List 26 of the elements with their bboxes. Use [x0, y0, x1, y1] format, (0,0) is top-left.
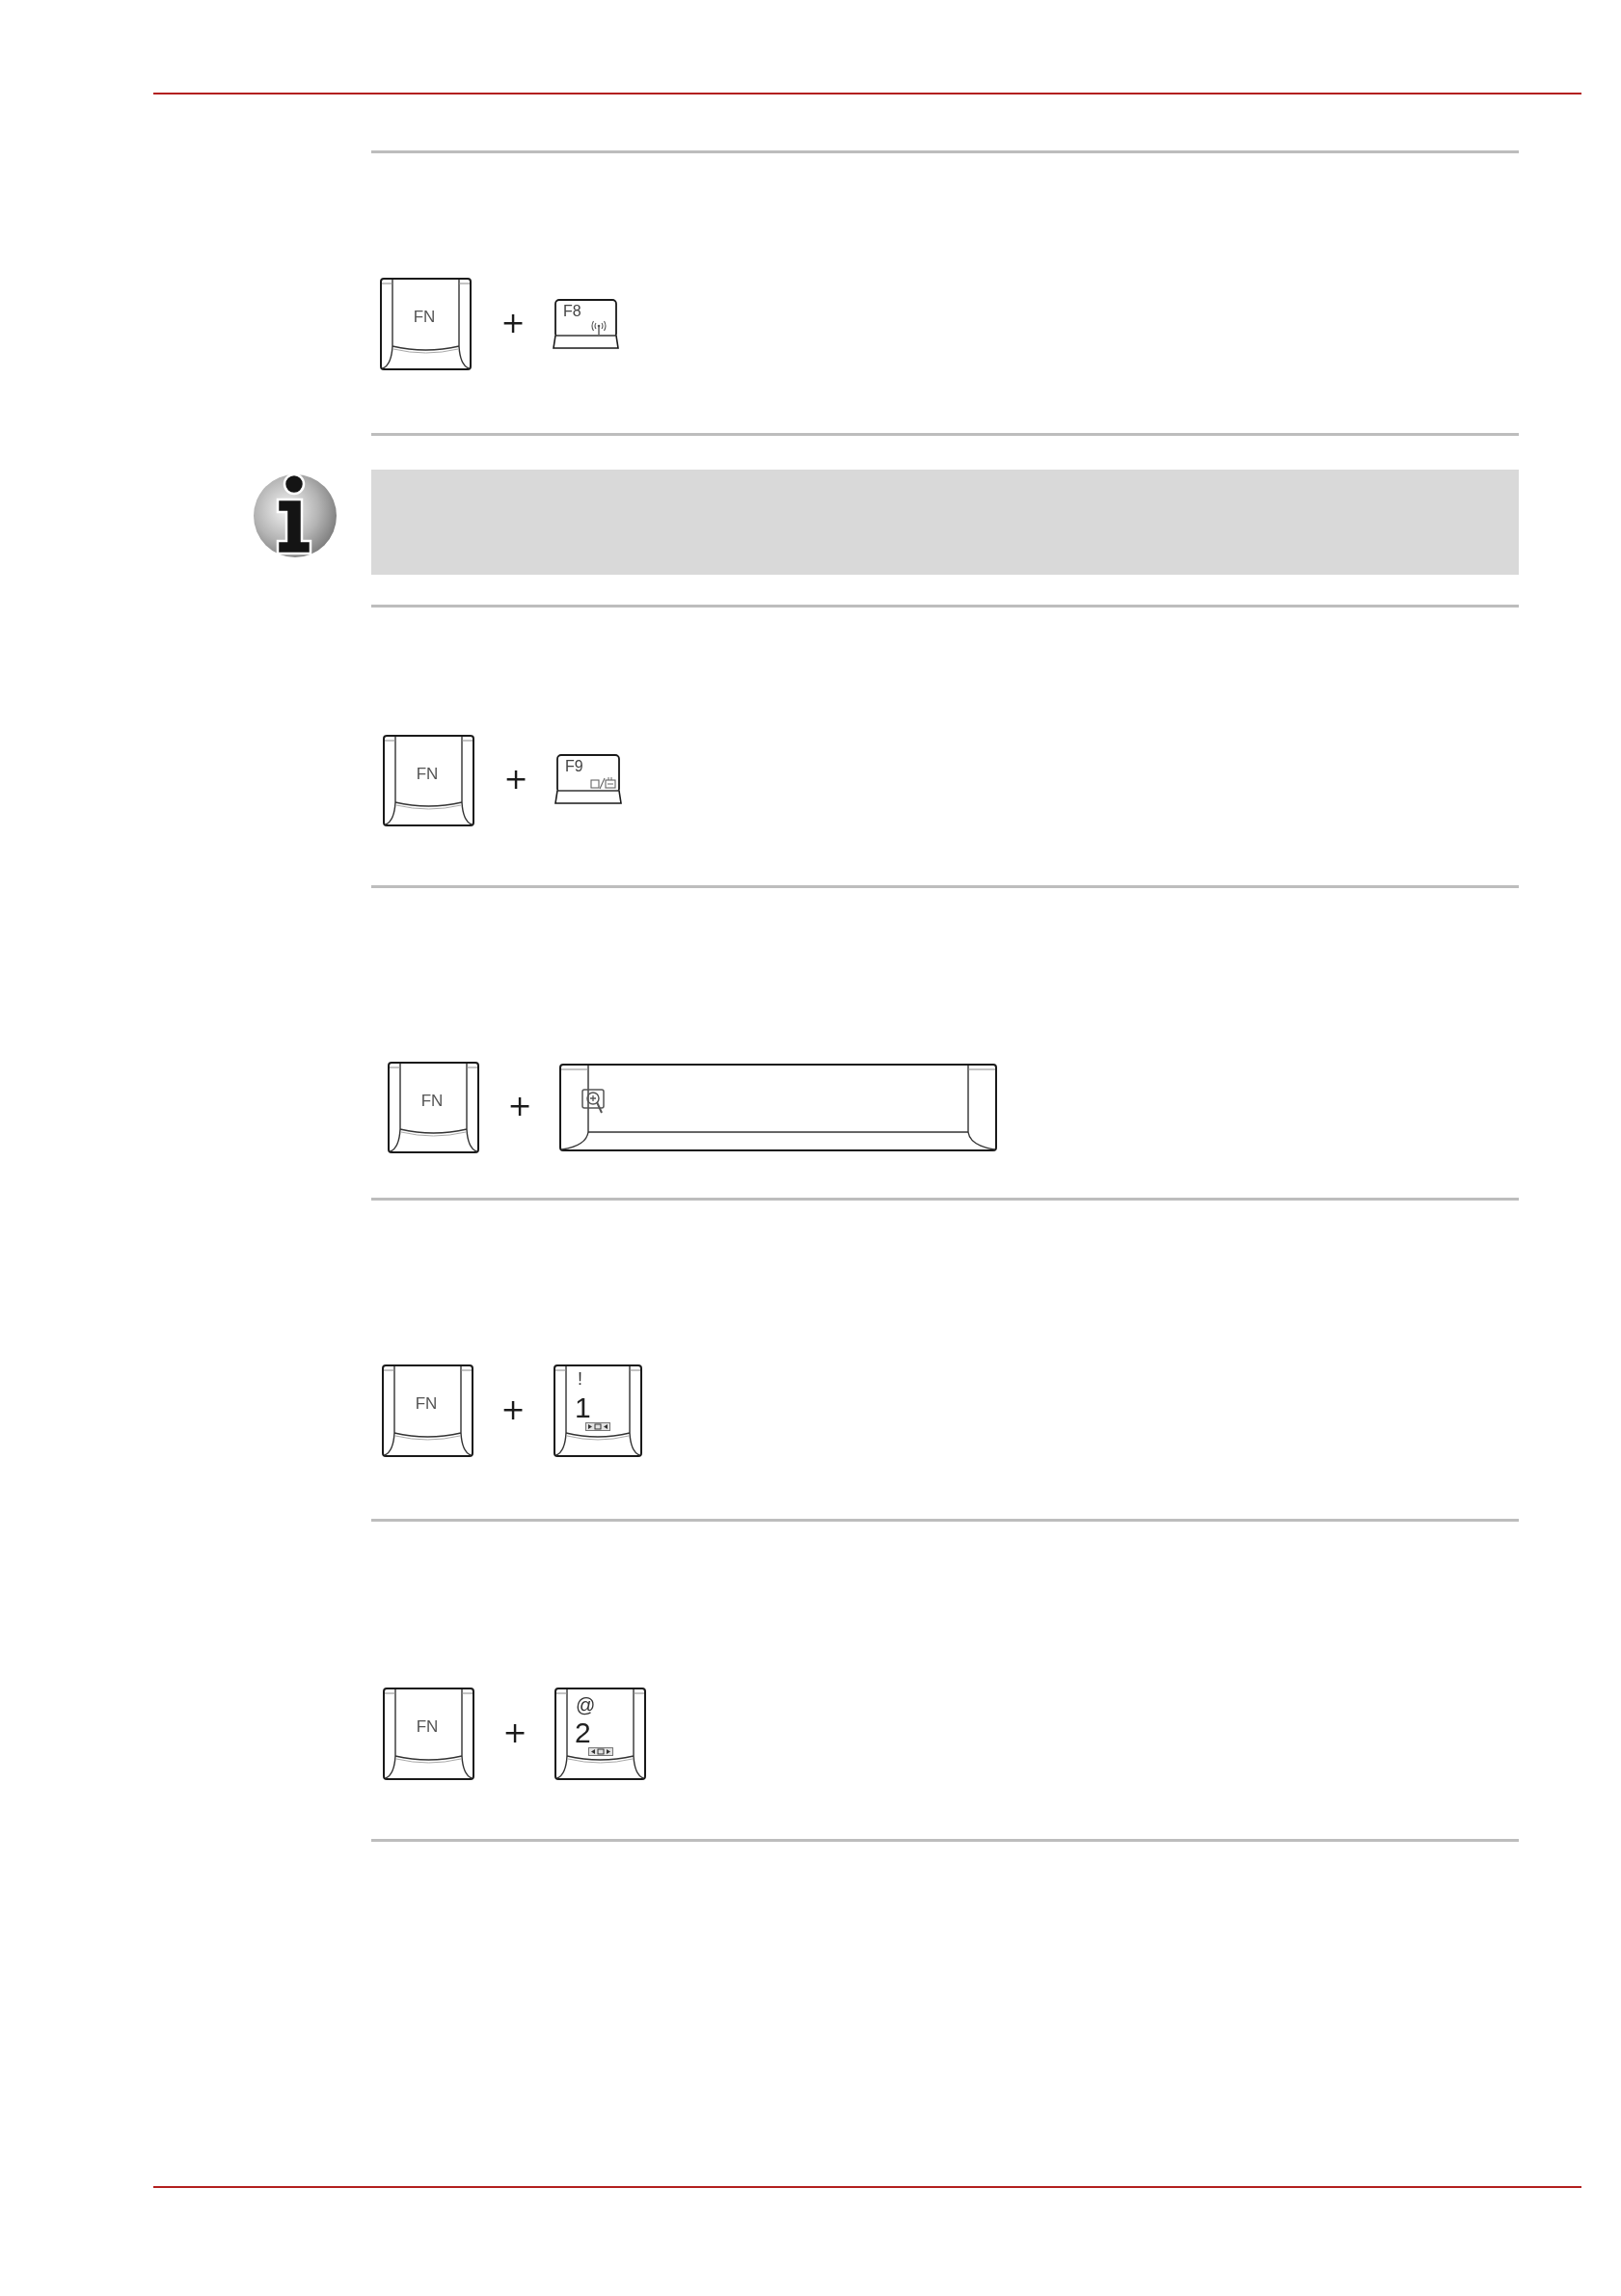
keyboard-key — [380, 278, 472, 370]
key-label: 1 — [575, 1393, 591, 1422]
key-label: FN — [420, 1092, 444, 1109]
keyboard-key — [554, 1364, 642, 1457]
key-label: FN — [416, 1717, 439, 1735]
keyboard-key — [382, 1364, 473, 1457]
keyboard-key — [553, 299, 619, 350]
key-label: ! — [578, 1370, 582, 1388]
key-label: F9 — [565, 759, 583, 774]
space-bar — [559, 1064, 997, 1151]
key-label: FN — [413, 308, 436, 325]
key-label: 2 — [575, 1718, 591, 1747]
plus-sign: + — [503, 765, 528, 794]
key-label: @ — [576, 1695, 596, 1715]
plus-sign: + — [500, 309, 526, 338]
keyboard-key — [554, 1688, 646, 1780]
plus-sign: + — [500, 1395, 526, 1424]
key-label: FN — [415, 1394, 438, 1412]
keyboard-key — [383, 735, 474, 826]
keyboard-key — [383, 1688, 474, 1780]
key-label: F8 — [563, 304, 581, 319]
keyboard-key — [388, 1062, 479, 1153]
key-label: FN — [416, 765, 439, 782]
keyboard-key — [554, 754, 622, 805]
plus-sign: + — [502, 1718, 527, 1747]
plus-sign: + — [507, 1092, 532, 1121]
